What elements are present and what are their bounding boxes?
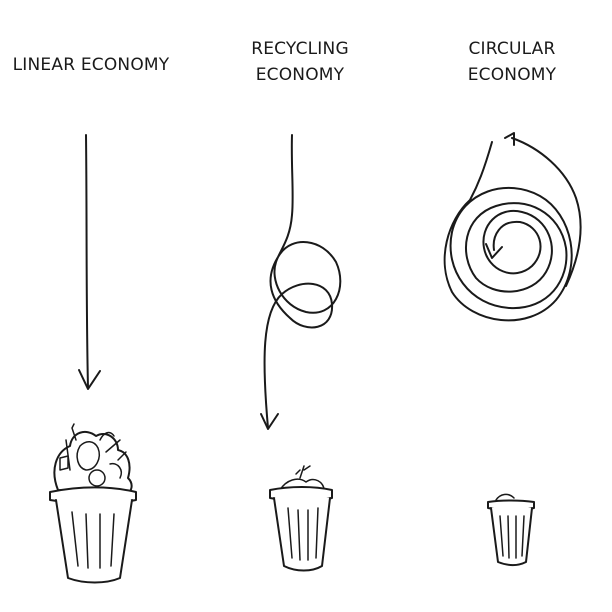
- title-recycling-line1: RECYCLING: [251, 39, 349, 59]
- title-linear-economy: LINEAR ECONOMY: [0, 52, 182, 78]
- down-arrow-icon: [78, 134, 101, 390]
- title-circular-line2: ECONOMY: [467, 65, 557, 85]
- title-linear-line1: LINEAR ECONOMY: [12, 55, 170, 75]
- title-circular-economy: CIRCULAR ECONOMY: [424, 36, 600, 88]
- trash-can-icon: [487, 493, 535, 566]
- loop-arrow-icon: [260, 134, 342, 430]
- trash-can-icon: [49, 423, 137, 584]
- title-recycling-line2: ECONOMY: [255, 65, 345, 85]
- spiral-arrow-icon: [443, 132, 582, 322]
- title-recycling-economy: RECYCLING ECONOMY: [212, 36, 388, 88]
- trash-can-icon: [269, 465, 333, 572]
- title-circular-line1: CIRCULAR: [468, 39, 556, 59]
